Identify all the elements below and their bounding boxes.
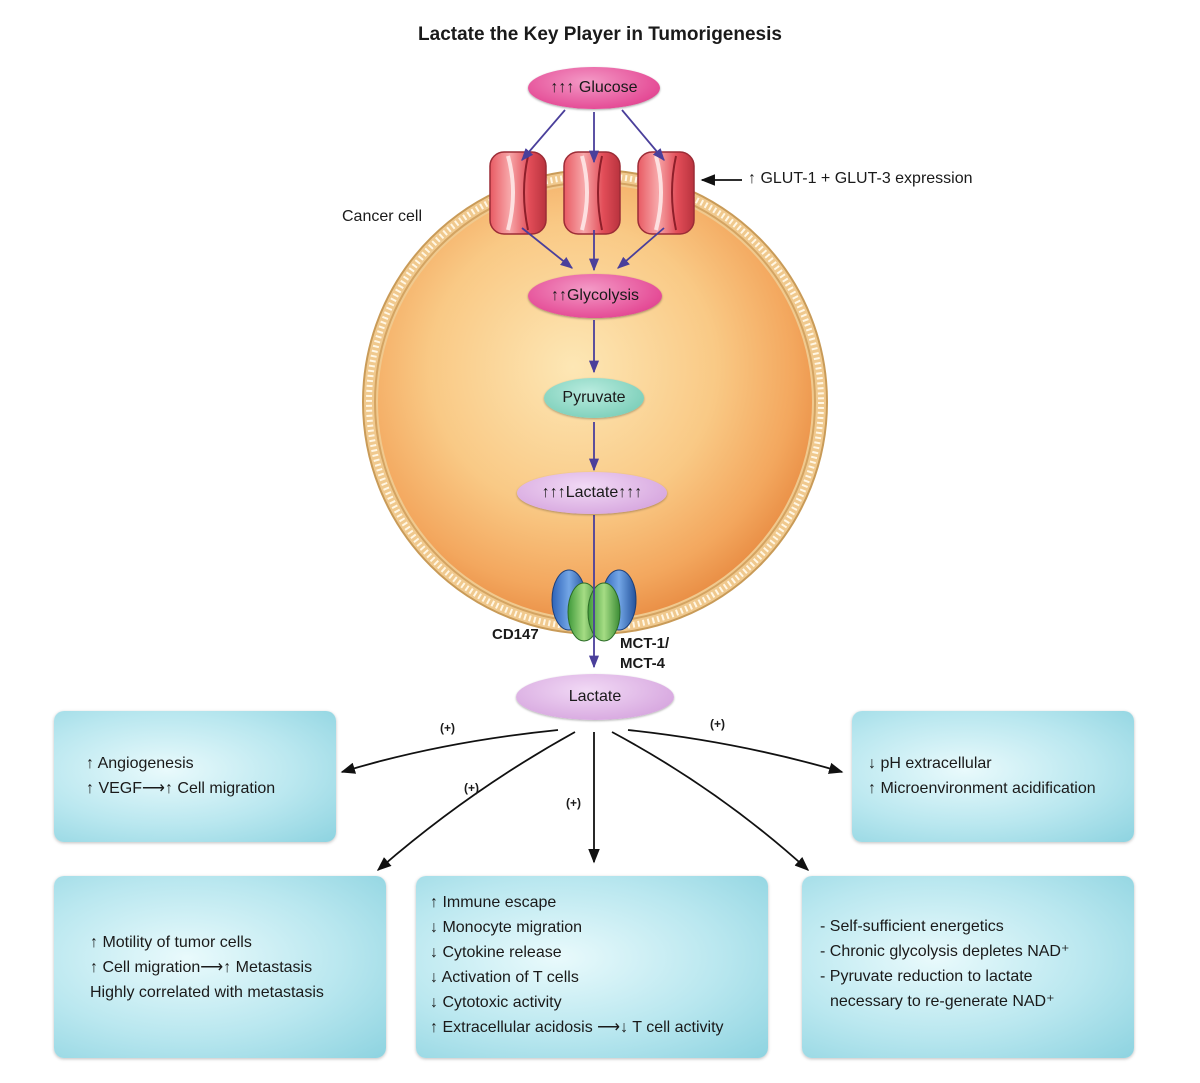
energetics-box: - Self-sufficient energetics - Chronic g… — [802, 876, 1134, 1058]
effect-sign-immune: (+) — [566, 796, 581, 810]
cd147-label: CD147 — [492, 626, 539, 643]
box-line: ↑ Immune escape — [430, 894, 557, 911]
box-line: - Chronic glycolysis depletes NAD⁺ — [820, 943, 1070, 960]
effect-sign-metastasis: (+) — [464, 781, 479, 795]
ph-box: ↓ pH extracellular ↑ Microenvironment ac… — [852, 711, 1134, 842]
box-line: ↑ Microenvironment acidification — [868, 780, 1096, 797]
cancer-cell-label: Cancer cell — [342, 208, 423, 225]
glut-expression-label: ↑ GLUT-1 + GLUT-3 expression — [748, 170, 973, 187]
effect-arrows — [340, 729, 844, 871]
box-line: ↑ Cell migration⟶↑ Metastasis — [90, 959, 313, 976]
box-line: ↑ Angiogenesis — [86, 755, 194, 772]
box-line: ↓ pH extracellular — [868, 755, 992, 772]
effect-sign-ph: (+) — [710, 717, 725, 731]
mct-cd147-transporter — [551, 569, 637, 642]
lactate-intracellular-node: ↑↑↑Lactate↑↑↑ — [517, 472, 667, 514]
lactate-extracellular-node: Lactate — [516, 674, 674, 720]
angiogenesis-box: ↑ Angiogenesis ↑ VEGF⟶↑ Cell migration — [54, 711, 336, 842]
diagram-title: Lactate the Key Player in Tumorigenesis — [418, 24, 782, 45]
immune-box: ↑ Immune escape ↓ Monocyte migration ↓ C… — [416, 876, 768, 1058]
mct-label: MCT-1/ MCT-4 — [620, 634, 669, 674]
box-line: ↓ Cytokine release — [430, 944, 562, 961]
box-line: - Self-sufficient energetics — [820, 918, 1004, 935]
pyruvate-node: Pyruvate — [544, 378, 644, 418]
box-line: necessary to re-generate NAD⁺ — [830, 993, 1055, 1010]
box-line: ↓ Monocyte migration — [430, 919, 583, 936]
box-line: ↑ Extracellular acidosis ⟶↓ T cell activ… — [430, 1019, 724, 1036]
glut-transporters — [489, 151, 695, 235]
glucose-node: ↑↑↑ Glucose — [528, 67, 660, 109]
box-line: Highly correlated with metastasis — [90, 984, 324, 1001]
box-line: ↓ Activation of T cells — [430, 969, 579, 986]
metastasis-box: ↑ Motility of tumor cells ↑ Cell migrati… — [54, 876, 386, 1058]
box-line: - Pyruvate reduction to lactate — [820, 968, 1033, 985]
pathway-arrows — [521, 109, 665, 669]
effect-sign-angiogenesis: (+) — [440, 721, 455, 735]
box-line: ↑ VEGF⟶↑ Cell migration — [86, 780, 276, 797]
box-line: ↓ Cytotoxic activity — [430, 994, 562, 1011]
glycolysis-node: ↑↑Glycolysis — [528, 274, 662, 318]
mct-label-line1: MCT-1/ — [620, 635, 670, 652]
box-line: ↑ Motility of tumor cells — [90, 934, 252, 951]
mct-label-line2: MCT-4 — [620, 655, 665, 672]
